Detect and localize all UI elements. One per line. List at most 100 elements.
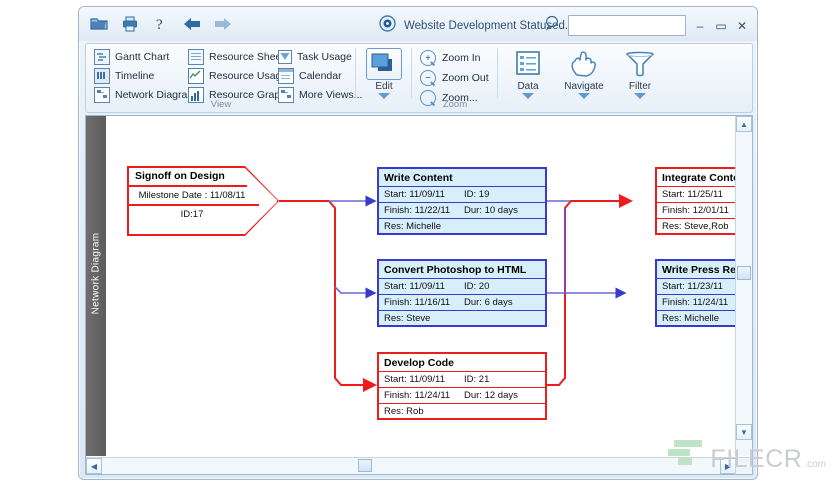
back-arrow-icon[interactable] bbox=[182, 13, 202, 34]
view-item-label: More Views... bbox=[299, 88, 363, 101]
node-id-label: ID: bbox=[464, 374, 477, 385]
edit-button[interactable]: Edit bbox=[358, 48, 410, 99]
vertical-scrollbar[interactable]: ▲ ▼ bbox=[735, 116, 752, 456]
node-id-value: 19 bbox=[478, 189, 490, 200]
connector-layer bbox=[279, 194, 633, 392]
ribbon-group-edit: Edit bbox=[356, 44, 412, 112]
chevron-down-icon[interactable] bbox=[378, 93, 390, 99]
ribbon-group-tools: Data Navigate bbox=[498, 44, 673, 112]
help-search-icon[interactable] bbox=[545, 15, 561, 36]
svg-text:?: ? bbox=[156, 17, 163, 32]
node-row-finish: Finish: 11/16/11 Dur: 6 days bbox=[379, 295, 545, 311]
print-icon[interactable] bbox=[120, 13, 140, 34]
view-item-label: Task Usage bbox=[297, 50, 352, 63]
node-row-start: Start: 11/09/11 ID: 21 bbox=[379, 372, 545, 388]
node-row-finish: Finish: 11/22/11 Dur: 10 days bbox=[379, 203, 545, 219]
node-finish-label: Finish: bbox=[662, 297, 690, 308]
maximize-button[interactable]: ▭ bbox=[715, 18, 727, 33]
view-resource-graph[interactable]: Resource Graph bbox=[188, 86, 287, 103]
task-usage-icon bbox=[278, 49, 292, 64]
navigate-button[interactable]: Navigate bbox=[558, 48, 610, 99]
zoom-item-label: Zoom... bbox=[442, 92, 478, 104]
resource-graph-icon bbox=[188, 86, 204, 103]
view-bar-label: Network Diagram bbox=[90, 232, 102, 315]
resource-usage-icon bbox=[188, 67, 204, 84]
horizontal-scrollbar[interactable]: ◀ ▶ bbox=[86, 457, 736, 474]
node-id-value: 20 bbox=[478, 281, 490, 292]
group-separator bbox=[497, 48, 498, 98]
node-start-label: Start: bbox=[384, 374, 407, 385]
chevron-down-icon[interactable] bbox=[578, 93, 590, 99]
view-resource-sheet[interactable]: Resource Sheet bbox=[188, 48, 287, 65]
help-search-input[interactable] bbox=[568, 15, 686, 36]
scroll-down-button[interactable]: ▼ bbox=[736, 424, 752, 440]
chevron-down-icon[interactable] bbox=[634, 93, 646, 99]
network-diagram-canvas[interactable]: Signoff on Design Milestone Date : 11/08… bbox=[107, 116, 735, 456]
chevron-down-icon[interactable] bbox=[522, 93, 534, 99]
zoom-in-icon: + bbox=[420, 50, 436, 66]
node-row-res: Res: Rob bbox=[379, 404, 545, 419]
view-network-diagram[interactable]: Network Diagram bbox=[94, 86, 196, 103]
diagram-node-task[interactable]: Integrate Content, T Start: 11/25/11 ID:… bbox=[655, 167, 735, 235]
zoom-out-item[interactable]: − Zoom Out bbox=[420, 69, 489, 87]
edit-windows-icon bbox=[366, 48, 402, 80]
group-separator bbox=[411, 48, 412, 98]
view-task-usage[interactable]: Task Usage bbox=[278, 48, 362, 65]
node-row-start: Start: 11/09/11 ID: 20 bbox=[379, 279, 545, 295]
open-folder-icon[interactable] bbox=[89, 13, 109, 34]
node-start-value: 11/09/11 bbox=[409, 374, 445, 385]
zoom-item-label: Zoom Out bbox=[442, 72, 489, 84]
view-item-label: Timeline bbox=[115, 69, 155, 82]
filter-button[interactable]: Filter bbox=[614, 48, 666, 99]
data-icon bbox=[510, 48, 546, 80]
zoom-item-label: Zoom In bbox=[442, 52, 481, 64]
milestone-title: Signoff on Design bbox=[135, 170, 225, 182]
view-bar[interactable]: Network Diagram bbox=[86, 116, 106, 456]
diagram-node-task[interactable]: Convert Photoshop to HTML Start: 11/09/1… bbox=[377, 259, 547, 327]
minimize-button[interactable]: – bbox=[696, 18, 704, 33]
zoom-out-icon: − bbox=[420, 70, 436, 86]
vertical-scroll-thumb[interactable] bbox=[737, 266, 751, 280]
node-dur-label: Dur: bbox=[464, 390, 482, 401]
view-timeline[interactable]: Timeline bbox=[94, 67, 196, 84]
window-right-controls: – ▭ ✕ bbox=[545, 15, 749, 36]
help-icon[interactable]: ? bbox=[151, 13, 171, 34]
node-row-finish: Finish: 11/24/11 Dur: 12 days bbox=[379, 388, 545, 404]
app-eye-target-icon bbox=[379, 15, 396, 37]
diagram-node-task[interactable]: Write Content Start: 11/09/11 ID: 19 Fin… bbox=[377, 167, 547, 235]
view-item-label: Network Diagram bbox=[115, 88, 197, 101]
node-finish-label: Finish: bbox=[384, 390, 412, 401]
view-resource-usage[interactable]: Resource Usage bbox=[188, 67, 287, 84]
node-start-label: Start: bbox=[662, 281, 685, 292]
diagram-node-task[interactable]: Write Press Release Start: 11/23/11 ID: … bbox=[655, 259, 735, 327]
forward-arrow-icon[interactable] bbox=[213, 13, 233, 34]
node-finish-value: 11/24/11 bbox=[692, 297, 729, 308]
node-id-value: 21 bbox=[478, 374, 490, 385]
calendar-icon bbox=[278, 67, 294, 84]
node-finish-value: 11/24/11 bbox=[414, 390, 451, 401]
resource-sheet-icon bbox=[188, 48, 204, 65]
view-item-label: Resource Graph bbox=[209, 88, 287, 101]
view-gantt-chart[interactable]: Gantt Chart bbox=[94, 48, 196, 65]
data-button[interactable]: Data bbox=[502, 48, 554, 99]
watermark: FILECR.com bbox=[668, 438, 826, 472]
view-calendar[interactable]: Calendar bbox=[278, 67, 362, 84]
ribbon-group-label-zoom: Zoom bbox=[442, 99, 468, 110]
zoom-dialog-item[interactable]: Zoom... bbox=[420, 89, 489, 107]
view-more-views[interactable]: More Views... bbox=[278, 86, 362, 103]
scroll-up-button[interactable]: ▲ bbox=[736, 116, 752, 132]
close-button[interactable]: ✕ bbox=[736, 18, 748, 33]
filter-button-label: Filter bbox=[628, 81, 652, 92]
node-row-start: Start: 11/25/11 ID: 2 bbox=[657, 187, 735, 203]
milestone-id: ID:17 bbox=[180, 209, 204, 220]
scroll-left-button[interactable]: ◀ bbox=[86, 458, 102, 474]
horizontal-scroll-thumb[interactable] bbox=[358, 459, 372, 472]
zoom-in-item[interactable]: + Zoom In bbox=[420, 49, 489, 67]
node-finish-value: 11/16/11 bbox=[414, 297, 451, 308]
diagram-node-milestone[interactable]: Signoff on Design Milestone Date : 11/08… bbox=[127, 166, 279, 236]
node-id-label: ID: bbox=[464, 281, 477, 292]
milestone-shape-inner bbox=[129, 168, 277, 234]
diagram-node-task[interactable]: Develop Code Start: 11/09/11 ID: 21 Fini… bbox=[377, 352, 547, 420]
node-start-value: 11/23/11 bbox=[687, 281, 723, 292]
